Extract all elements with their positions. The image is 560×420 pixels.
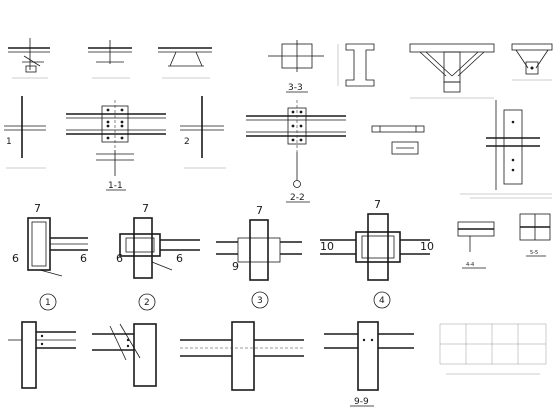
bottom-detail-c (180, 321, 304, 391)
bolt-group (106, 108, 124, 140)
section-label-3-3: 3-3 (288, 83, 303, 93)
section-label-9-9: 9-9 (354, 397, 369, 407)
detail-plate-strip (371, 125, 425, 155)
detail-column-cap (337, 43, 375, 87)
detail-beam-splice-c (158, 47, 212, 79)
section-label-4-4: 4-4 (466, 262, 474, 268)
detail-knee-brace (409, 43, 495, 99)
node-detail-3: 7 9 3 (216, 204, 302, 309)
cut-label-7d: 7 (374, 198, 381, 211)
detail-beam-splice-2-2: 2-2 (246, 100, 346, 203)
detail-brace-small (511, 43, 553, 81)
section-label-2-2: 2-2 (290, 193, 305, 203)
cut-label-9: 9 (232, 260, 239, 273)
node-label-1: 1 (45, 298, 51, 308)
detail-beam-splice-a (8, 38, 50, 79)
detail-section-3-3: 3-3 (268, 40, 324, 93)
detail-section-4-4: 4-4 (457, 221, 495, 269)
bottom-detail-faint-plan (439, 323, 547, 375)
node-label-3: 3 (257, 296, 263, 306)
detail-beam-splice-b (88, 40, 132, 79)
cut-label-1: 1 (6, 137, 12, 147)
bottom-detail-d: 9-9 (324, 321, 414, 407)
cut-label-6c: 6 (116, 252, 123, 265)
node-detail-1: 7 6 6 1 (12, 202, 88, 311)
cut-label-6a: 6 (12, 252, 19, 265)
node-detail-4: 7 10 10 4 (320, 198, 434, 309)
node-label-4: 4 (379, 296, 385, 306)
detail-column-plate (460, 100, 552, 199)
section-label-5-5: 5-5 (530, 250, 538, 256)
cut-label-7b: 7 (142, 202, 149, 215)
bottom-detail-a (8, 321, 76, 389)
detail-elevation-cut-2: 2 (180, 96, 226, 169)
cut-label-7a: 7 (34, 202, 41, 215)
node-detail-2: 7 6 6 2 (116, 202, 200, 311)
cut-label-6b: 6 (80, 252, 87, 265)
detail-elevation-cut-1: 1 (4, 96, 46, 169)
bottom-detail-b (92, 323, 157, 387)
detail-beam-splice-1-1: 1-1 (66, 100, 166, 191)
cut-label-6d: 6 (176, 252, 183, 265)
cut-label-2: 2 (184, 137, 190, 147)
cut-label-10b: 10 (420, 240, 434, 253)
cut-label-10a: 10 (320, 240, 334, 253)
section-label-1-1: 1-1 (108, 181, 123, 191)
node-label-2: 2 (144, 298, 150, 308)
detail-section-5-5: 5-5 (519, 213, 551, 257)
cut-label-7c: 7 (256, 204, 263, 217)
